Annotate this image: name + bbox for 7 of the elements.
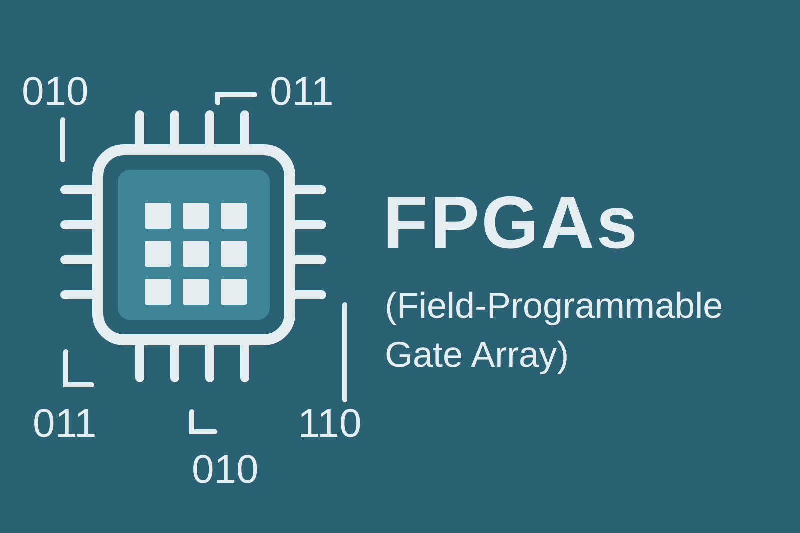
- title: FPGAs: [383, 180, 640, 265]
- subtitle: (Field-Programmable Gate Array): [385, 284, 724, 377]
- binary-digits: 010: [22, 70, 89, 115]
- binary-digits: 110: [298, 402, 362, 447]
- binary-digits: 010: [192, 448, 259, 493]
- binary-digits: 011: [33, 402, 97, 447]
- binary-digits: 011: [270, 70, 334, 115]
